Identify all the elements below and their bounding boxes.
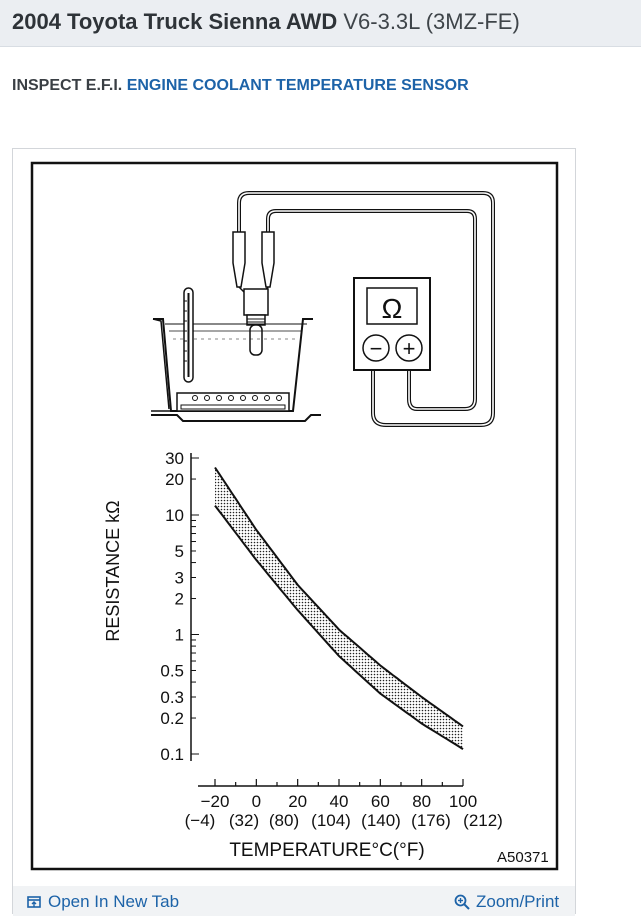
y-tick-label: 2 bbox=[175, 590, 184, 609]
section-prefix: INSPECT E.F.I. bbox=[12, 77, 123, 94]
chart-axes bbox=[190, 453, 463, 787]
y-tick-label: 0.3 bbox=[160, 688, 184, 707]
open-tab-icon bbox=[27, 896, 41, 908]
y-axis-label: RESISTANCE kΩ bbox=[103, 500, 123, 641]
x-tick-label-c: 0 bbox=[252, 792, 261, 811]
section-heading: INSPECT E.F.I. ENGINE COOLANT TEMPERATUR… bbox=[12, 77, 469, 95]
x-tick-label-f: (−4) bbox=[185, 811, 216, 830]
x-tick-label-c: 100 bbox=[449, 792, 477, 811]
zoom-print-link[interactable]: Zoom/Print bbox=[454, 892, 559, 912]
x-tick-label-c: 40 bbox=[330, 792, 349, 811]
section-link[interactable]: ENGINE COOLANT TEMPERATURE SENSOR bbox=[126, 77, 469, 94]
resistance-band bbox=[215, 467, 463, 750]
page-title: 2004 Toyota Truck Sienna AWD V6-3.3L (3M… bbox=[12, 9, 520, 35]
y-tick-label: 0.2 bbox=[160, 709, 184, 728]
x-tick-label-f: (176) bbox=[411, 811, 451, 830]
probe-left-icon bbox=[232, 231, 250, 298]
open-new-tab-label: Open In New Tab bbox=[48, 892, 180, 911]
y-tick-label: 1 bbox=[175, 626, 184, 645]
sensor-diagram[interactable]: Ω − + 30 20 10 5 3 2 1 0.5 0.3 0.2 0.1 −20 0 20 40 60 8… bbox=[13, 149, 575, 889]
x-tick-label-f: (32) bbox=[229, 811, 259, 830]
x-tick-labels: −20 0 20 40 60 80 100 (−4) (32) (80) (104) (140) (17… bbox=[185, 792, 503, 830]
figure-footer bbox=[13, 886, 575, 916]
y-tick-label: 0.5 bbox=[160, 661, 184, 680]
minus-terminal: − bbox=[370, 336, 383, 361]
thermometer-icon bbox=[183, 287, 194, 383]
x-tick-label-f: (104) bbox=[311, 811, 351, 830]
vehicle-name: 2004 Toyota Truck Sienna AWD bbox=[12, 9, 338, 34]
x-tick-label-f: (80) bbox=[269, 811, 299, 830]
y-tick-labels: 30 20 10 5 3 2 1 0.5 0.3 0.2 0.1 bbox=[160, 449, 184, 764]
title-bar: 2004 Toyota Truck Sienna AWD V6-3.3L (3M… bbox=[0, 0, 641, 47]
figure-id: A50371 bbox=[497, 849, 549, 866]
coolant-sensor-icon bbox=[243, 288, 269, 356]
x-tick-label-c: 20 bbox=[288, 792, 307, 811]
ohmmeter-icon: Ω − + bbox=[353, 277, 431, 371]
y-tick-label: 3 bbox=[175, 568, 184, 587]
ohm-symbol: Ω bbox=[382, 293, 403, 324]
plus-terminal: + bbox=[403, 336, 416, 361]
x-tick-label-f: (140) bbox=[361, 811, 401, 830]
x-tick-label-c: −20 bbox=[201, 792, 230, 811]
upper-curve bbox=[214, 466, 464, 728]
x-axis-label: TEMPERATURE°C(°F) bbox=[229, 840, 424, 861]
heater-icon bbox=[151, 392, 321, 422]
y-tick-label: 20 bbox=[165, 470, 184, 489]
engine-spec: V6-3.3L (3MZ-FE) bbox=[343, 9, 520, 34]
x-tick-label-c: 80 bbox=[412, 792, 431, 811]
lower-curve bbox=[214, 504, 464, 750]
figure-container: Ω − + 30 20 10 5 3 2 1 0.5 0.3 0.2 0.1 −20 0 20 40 60 8… bbox=[12, 148, 576, 914]
y-tick-label: 0.1 bbox=[160, 745, 184, 764]
open-new-tab-link[interactable]: Open In New Tab bbox=[26, 892, 179, 912]
y-tick-label: 5 bbox=[175, 542, 184, 561]
zoom-icon bbox=[454, 894, 470, 910]
y-tick-label: 10 bbox=[165, 506, 184, 525]
x-tick-label-c: 60 bbox=[371, 792, 390, 811]
probe-right-icon bbox=[259, 231, 275, 298]
diagram-frame bbox=[30, 161, 559, 871]
y-tick-label: 30 bbox=[165, 449, 184, 468]
x-tick-label-f: (212) bbox=[463, 811, 503, 830]
zoom-print-label: Zoom/Print bbox=[476, 892, 560, 911]
